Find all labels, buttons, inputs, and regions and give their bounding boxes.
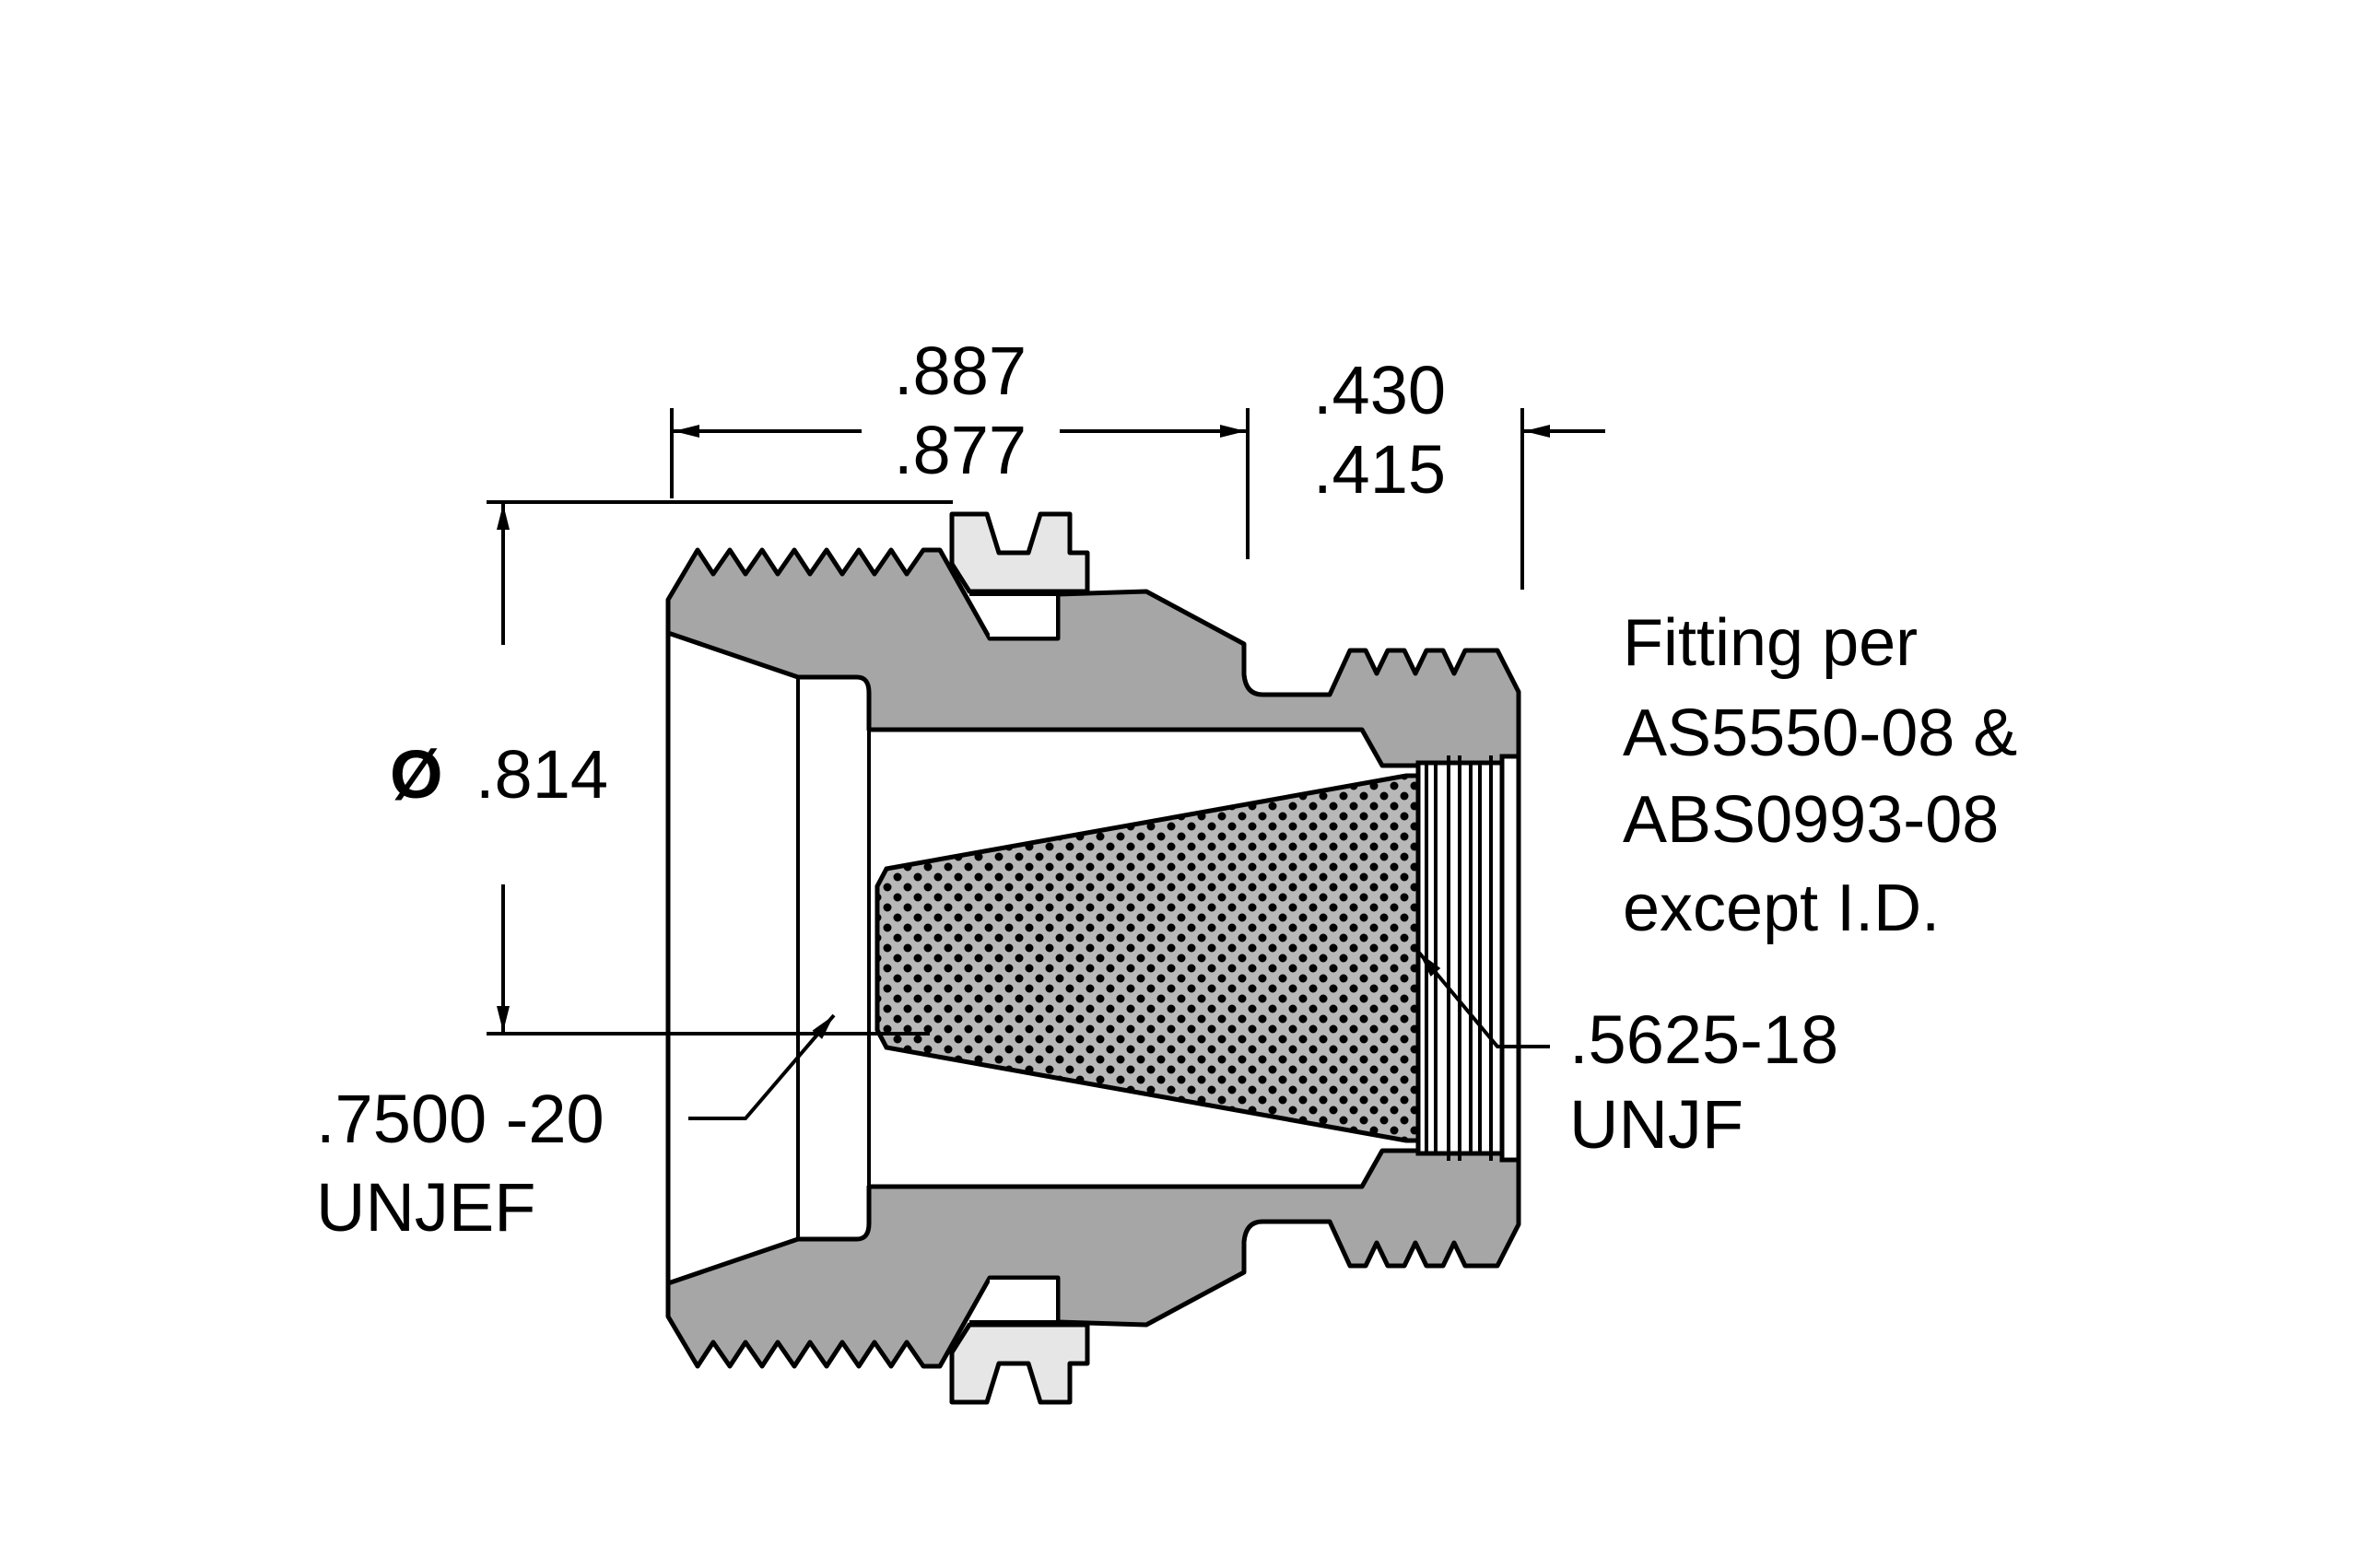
note-line: AS5550-08 & bbox=[1623, 696, 2017, 770]
dim-length-a-min: .877 bbox=[894, 412, 1027, 488]
dim-length-b-min: .415 bbox=[1313, 431, 1446, 508]
outer-thread-class: UNJEF bbox=[316, 1169, 535, 1246]
outer-thread-leader bbox=[688, 1013, 836, 1120]
inner-thread-spec: .5625-18 bbox=[1569, 1001, 1838, 1078]
outer-thread-spec: .7500 -20 bbox=[316, 1081, 604, 1157]
screen-filter bbox=[874, 773, 1422, 1143]
note-line: except I.D. bbox=[1623, 872, 1940, 945]
note-line: ABS0993-08 bbox=[1623, 783, 1999, 857]
note-line: Fitting per bbox=[1623, 606, 1918, 680]
fitting-note: Fitting per AS5550-08 & ABS0993-08 excep… bbox=[1623, 606, 2017, 945]
inner-thread-leader bbox=[1417, 951, 1550, 1048]
inner-thread bbox=[1415, 754, 1521, 1163]
inner-thread-class: UNJF bbox=[1569, 1086, 1743, 1163]
diameter-symbol: Ø bbox=[390, 736, 443, 813]
dim-length-a-max: .887 bbox=[894, 333, 1027, 409]
diameter-value: .814 bbox=[475, 736, 608, 813]
dim-length-b-max: .430 bbox=[1313, 352, 1446, 428]
